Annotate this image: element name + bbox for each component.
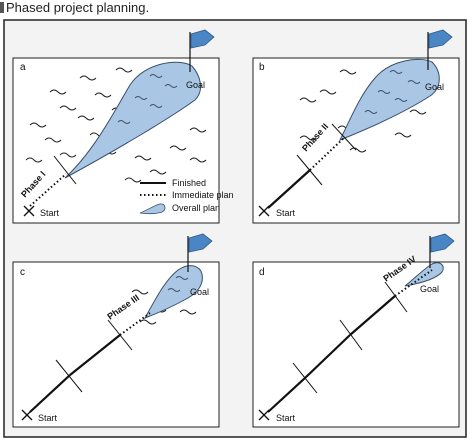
panel-c-overall-plan (143, 265, 203, 319)
panel-b-goal-label: Goal (425, 82, 444, 92)
panel-d-box (252, 261, 460, 428)
legend-immediate-label: Immediate plan (172, 190, 234, 200)
panel-d: d Start Phase IV Goal (252, 233, 460, 428)
panel-c-start-label: Start (38, 413, 58, 423)
panel-a-immediate-plan (29, 173, 67, 207)
legend-overall-swatch (139, 203, 166, 215)
panel-c-start-x-mark-icon (21, 409, 33, 421)
panel-c-goal-label: Goal (190, 287, 209, 297)
panel-b-start-label: Start (276, 208, 296, 218)
panel-d-start-x-mark-icon (258, 409, 270, 421)
panel-b-goal-flag-icon (427, 29, 453, 70)
panel-d-goal-flag-icon (429, 233, 455, 268)
panel-a-goal-flag-icon (189, 29, 215, 72)
panel-a: a Start Phase I (12, 29, 234, 224)
panel-b-letter: b (259, 62, 265, 73)
panel-a-phase-tick (53, 155, 77, 185)
panel-d-goal-label: Goal (420, 284, 439, 294)
panel-c-phase-tick-1 (55, 359, 83, 393)
panel-b: b Start Phase II Goal (252, 29, 460, 224)
panel-c-finished-line-1 (29, 374, 71, 413)
panel-a-start-label: Start (40, 208, 60, 218)
panel-a-goal-label: Goal (186, 80, 205, 90)
panel-d-finished-line-3 (349, 295, 396, 336)
panel-d-start-label: Start (276, 413, 296, 423)
panel-d-letter: d (259, 267, 265, 278)
panel-c-letter: c (20, 267, 25, 278)
panel-c-finished-line-2 (69, 334, 121, 376)
figure-caption: Phased project planning. (6, 0, 150, 15)
legend-overall-label: Overall plan (172, 203, 220, 213)
caption-marker (0, 2, 4, 13)
panel-b-overall-plan (338, 58, 440, 141)
panel-d-phase-tick-2 (339, 319, 363, 351)
panel-b-immediate-plan (309, 136, 346, 171)
panel-b-finished-line (267, 169, 311, 209)
panel-a-letter: a (20, 62, 26, 73)
panel-d-phase-tick-1 (292, 362, 318, 394)
panel-a-inner-wavy (117, 74, 178, 124)
panel-d-phase-tick-3 (384, 281, 408, 313)
panel-a-overall-plan (64, 61, 202, 179)
panel-b-inner-wavy (364, 70, 421, 114)
panel-c-inner-wavy (167, 276, 189, 292)
panel-c: c Start Phase III Goal (12, 233, 220, 428)
panel-b-phase-tick-2 (331, 123, 357, 151)
panel-b-wavy-lines (299, 69, 427, 153)
legend-finished-label: Finished (172, 178, 206, 188)
panel-d-finished-line-1 (267, 377, 306, 413)
panel-c-goal-flag-icon (187, 233, 213, 272)
panel-d-finished-line-2 (304, 334, 351, 379)
panel-b-start-x-mark-icon (258, 205, 270, 217)
panel-a-start-x-mark-icon (23, 205, 35, 217)
panel-c-phase-tick-2 (107, 319, 133, 351)
legend: Finished Immediate plan Overall plan (139, 178, 234, 215)
panel-b-phase-tick-1 (296, 154, 323, 186)
